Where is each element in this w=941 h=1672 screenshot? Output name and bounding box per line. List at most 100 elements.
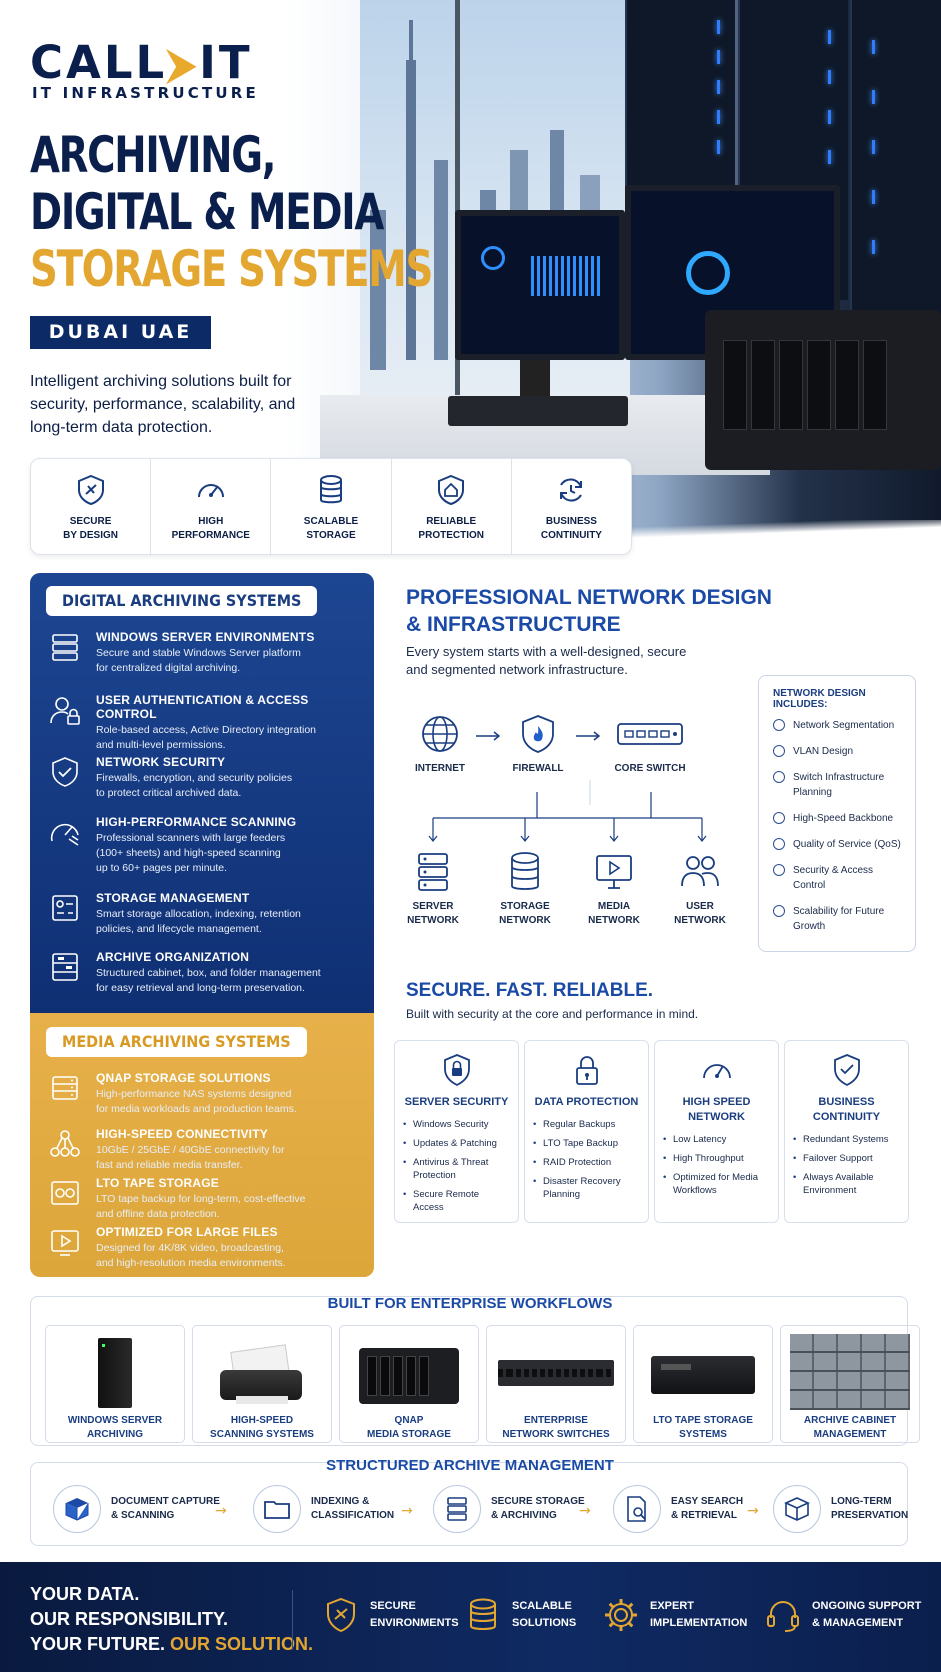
shield-icon [327, 1597, 355, 1633]
server-icon [52, 634, 78, 661]
node-label: STORAGE NETWORK [499, 901, 551, 926]
qnap-nas-image [349, 1334, 469, 1410]
card-title: DATA PROTECTION [534, 1096, 639, 1108]
list-item: LTO TAPE STORAGE LTO tape backup for long… [48, 1176, 368, 1222]
hero-intro: Intelligent archiving solutions built fo… [30, 373, 296, 436]
shield-check-icon [833, 1054, 860, 1087]
archive-title: STRUCTURED ARCHIVE MANAGEMENT [326, 1457, 614, 1474]
arrow-icon: → [215, 1503, 227, 1519]
card-title: HIGH SPEED NETWORK [682, 1096, 751, 1123]
footer: YOUR DATA. OUR RESPONSIBILITY. YOUR FUTU… [0, 1562, 941, 1672]
server-tower-image [55, 1334, 175, 1410]
shield-check-icon [52, 757, 78, 787]
shield-icon [77, 474, 104, 506]
feature-reliable: RELIABLE PROTECTION [392, 459, 512, 554]
node-label: FIREWALL [512, 763, 564, 774]
item-desc: 10GbE / 25GbE / 40GbE connectivity for f… [96, 1144, 285, 1171]
item-title: WINDOWS SERVER ENVIRONMENTS [96, 630, 315, 644]
check-circle-icon [773, 719, 785, 731]
node-user-network: USER NETWORK [655, 850, 745, 928]
item-desc: LTO tape backup for long-term, cost-effe… [96, 1193, 306, 1220]
card-list: Low Latency High Throughput Optimized fo… [663, 1133, 770, 1197]
arrow-icon: → [747, 1503, 759, 1519]
gear-icon [605, 1599, 637, 1631]
item-title: NETWORK SECURITY [96, 755, 226, 769]
product-card: QNAP MEDIA STORAGE [339, 1325, 479, 1443]
globe-icon [422, 716, 458, 752]
product-label: LTO TAPE STORAGE SYSTEMS [653, 1415, 753, 1440]
item-title: LTO TAPE STORAGE [96, 1176, 219, 1190]
node-internet: INTERNET [395, 712, 485, 776]
list-item: High-Speed Backbone [773, 811, 901, 826]
list-item: Switch Infrastructure Planning [773, 770, 901, 800]
node-server-network: SERVER NETWORK [388, 850, 478, 928]
card-title: SERVER SECURITY [404, 1096, 509, 1108]
step-storage: SECURE STORAGE & ARCHIVING [433, 1485, 585, 1533]
feature-secure: SECURE BY DESIGN [31, 459, 152, 554]
step-capture: DOCUMENT CAPTURE & SCANNING [53, 1485, 220, 1533]
product-label: ARCHIVE CABINET MANAGEMENT [803, 1415, 897, 1440]
storage-settings-icon [52, 895, 78, 921]
feature-performance: HIGH PERFORMANCE [151, 459, 272, 554]
item-desc: Secure and stable Windows Server platfor… [96, 647, 301, 674]
step-label: INDEXING & CLASSIFICATION [311, 1496, 395, 1521]
list-item: Always Available Environment [793, 1171, 900, 1197]
check-circle-icon [773, 838, 785, 850]
keyboard-image [448, 396, 628, 426]
footer-item: EXPERT IMPLEMENTATION [602, 1596, 747, 1634]
node-label: USER NETWORK [674, 901, 726, 926]
document-search-icon [627, 1496, 646, 1522]
feature-continuity: BUSINESS CONTINUITY [512, 459, 631, 554]
node-label: INTERNET [415, 763, 465, 774]
item-title: HIGH-PERFORMANCE SCANNING [96, 815, 297, 829]
product-card: ARCHIVE CABINET MANAGEMENT [780, 1325, 920, 1443]
user-lock-icon [50, 697, 80, 725]
list-item: Quality of Service (QoS) [773, 837, 901, 852]
item-title: STORAGE MANAGEMENT [96, 891, 250, 905]
check-circle-icon [773, 905, 785, 917]
enterprise-title: BUILT FOR ENTERPRISE WORKFLOWS [327, 1295, 613, 1312]
footer-divider [292, 1590, 293, 1650]
hero-title-line1: ARCHIVING, [30, 126, 276, 184]
card-high-speed-network: HIGH SPEED NETWORK Low Latency High Thro… [654, 1040, 779, 1223]
nas-icon [52, 1076, 78, 1100]
item-title: QNAP STORAGE SOLUTIONS [96, 1071, 271, 1085]
includes-list: Network Segmentation VLAN Design Switch … [773, 718, 901, 934]
step-indexing: INDEXING & CLASSIFICATION [253, 1485, 394, 1533]
product-card: ENTERPRISE NETWORK SWITCHES [486, 1325, 626, 1443]
check-circle-icon [773, 864, 785, 876]
product-label: QNAP MEDIA STORAGE [367, 1415, 451, 1440]
archive-cabinet-image [790, 1334, 910, 1410]
refresh-icon [560, 478, 583, 502]
network-switch-image [496, 1334, 616, 1410]
feature-label: SECURE BY DESIGN [63, 516, 119, 541]
item-desc: Structured cabinet, box, and folder mana… [96, 967, 321, 994]
card-server-security: SERVER SECURITY Windows Security Updates… [394, 1040, 519, 1223]
monitor-play-icon [596, 855, 632, 889]
item-desc: Professional scanners with large feeders… [96, 832, 286, 874]
card-business-continuity: BUSINESS CONTINUITY Redundant Systems Fa… [784, 1040, 909, 1223]
item-title: HIGH-SPEED CONNECTIVITY [96, 1127, 268, 1141]
network-nodes-icon [50, 1130, 80, 1157]
footer-item: SCALABLE SOLUTIONS [464, 1596, 576, 1634]
monitor-image [455, 210, 625, 360]
archive-box-icon [784, 1497, 810, 1521]
card-title: BUSINESS CONTINUITY [812, 1096, 881, 1123]
media-archiving-panel: MEDIA ARCHIVING SYSTEMS QNAP STORAGE SOL… [30, 1013, 374, 1277]
list-item: Disaster Recovery Planning [533, 1175, 640, 1201]
database-icon [320, 475, 342, 504]
list-item: VLAN Design [773, 744, 901, 759]
lto-tape-drive-image [643, 1334, 763, 1410]
house-shield-icon [438, 474, 465, 506]
video-play-icon [51, 1230, 79, 1256]
list-item: HIGH-SPEED CONNECTIVITY 10GbE / 25GbE / 4… [48, 1127, 368, 1173]
item-desc: Role-based access, Active Directory inte… [96, 724, 317, 751]
product-card: HIGH-SPEED SCANNING SYSTEMS [192, 1325, 332, 1443]
footer-tagline: YOUR DATA. OUR RESPONSIBILITY. YOUR FUTU… [30, 1584, 314, 1654]
item-desc: Firewalls, encryption, and security poli… [96, 772, 293, 799]
step-label: LONG-TERM PRESERVATION [831, 1496, 909, 1521]
step-label: EASY SEARCH & RETRIEVAL [671, 1496, 744, 1521]
